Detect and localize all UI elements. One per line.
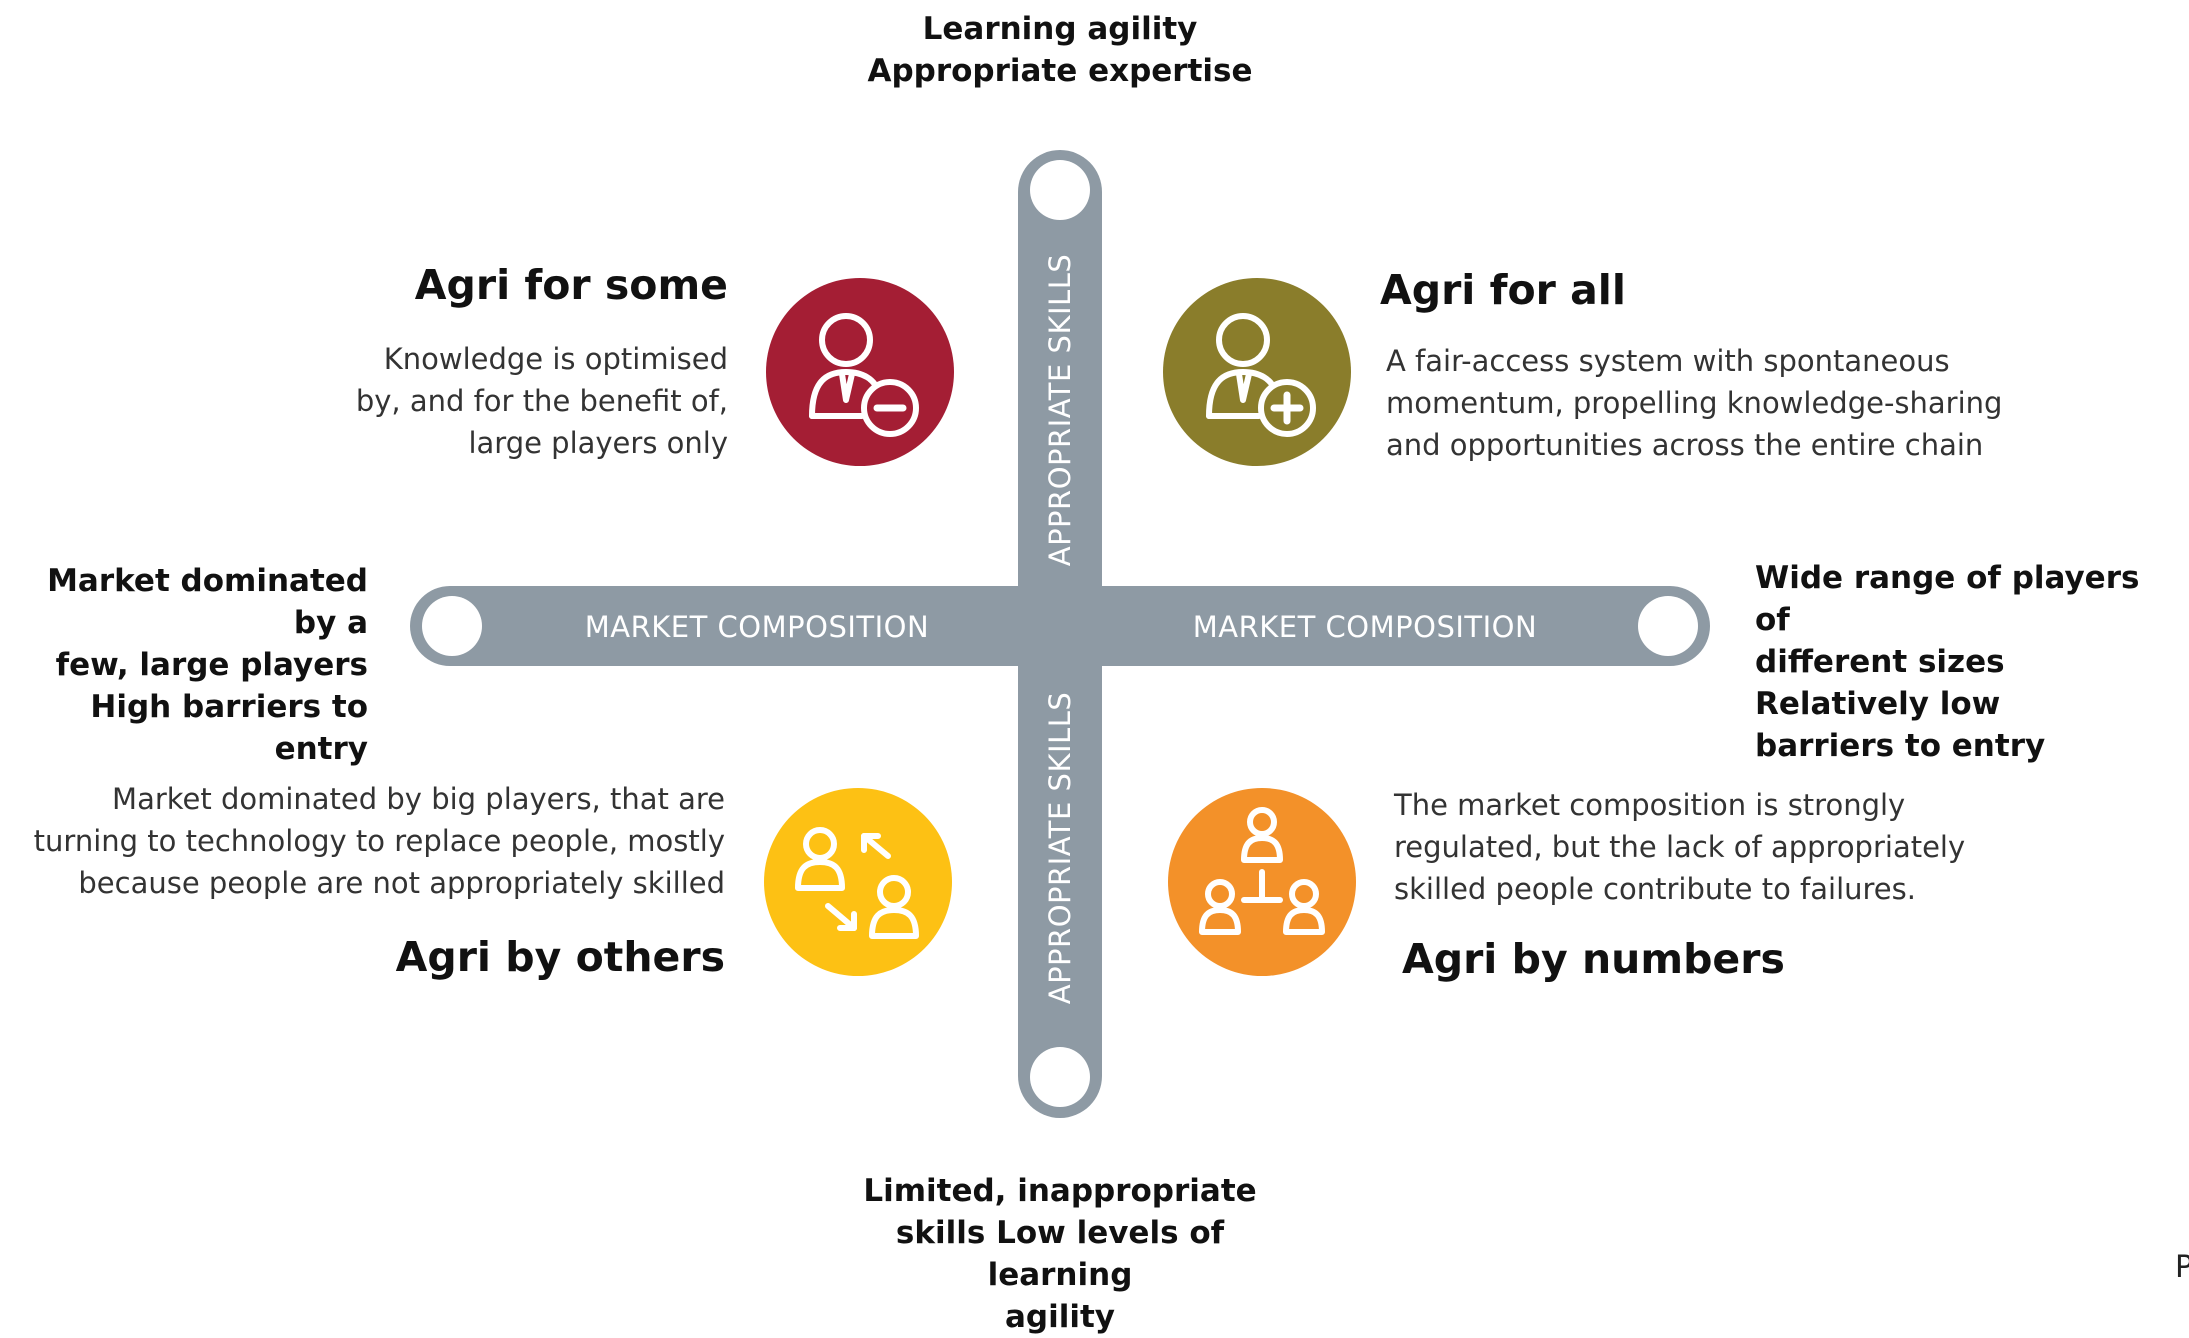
description-line: large players only [468,426,728,460]
vertical-axis-top-ring [1030,160,1090,220]
bottom-axis-end-line: skills Low levels of learning [895,1215,1225,1293]
horizontal-axis [410,586,1710,666]
description-line: and opportunities across the entire chai… [1386,428,1984,462]
edge-glyph: P [2175,1250,2189,1285]
person-minus-icon [809,313,919,437]
agri-for-all-badge [1163,278,1351,466]
left-axis-end-line: few, large players [55,647,368,683]
agri-by-numbers-description: The market composition is strongly regul… [1394,784,2034,910]
description-line: Market dominated by big players, that ar… [112,782,725,816]
right-axis-end-label: Wide range of players of different sizes… [1755,557,2185,767]
top-axis-end-label: Learning agility Appropriate expertise [860,8,1260,92]
agri-by-others-title: Agri by others [395,933,725,981]
vertical-axis-bottom-ring [1030,1047,1090,1107]
bottom-axis-end-line: Limited, inappropriate [863,1173,1257,1209]
agri-by-others-badge [764,788,952,976]
horizontal-axis-right-ring [1638,596,1698,656]
description-line: regulated, but the lack of appropriately [1394,830,1966,864]
top-axis-end-line: Learning agility [922,11,1198,47]
description-line: A fair-access system with spontaneous [1386,344,1950,378]
description-line: momentum, propelling knowledge-sharing [1386,386,2003,420]
description-line: turning to technology to replace people,… [33,824,725,858]
agri-by-others-description: Market dominated by big players, that ar… [20,778,725,904]
bottom-axis-end-label: Limited, inappropriate skills Low levels… [830,1170,1290,1338]
agri-for-some-description: Knowledge is optimised by, and for the b… [300,338,728,464]
description-line: Knowledge is optimised [383,342,728,376]
horizontal-axis-label-left: MARKET COMPOSITION [585,610,929,644]
left-axis-end-label: Market dominated by a few, large players… [0,560,368,770]
description-line: by, and for the benefit of, [355,384,728,418]
horizontal-axis-left-ring [422,596,482,656]
vertical-axis-label-bottom: APPROPRIATE SKILLS [1043,692,1077,1005]
description-line: skilled people contribute to failures. [1394,872,1916,906]
right-axis-end-line: Wide range of players of [1755,560,2140,638]
agri-by-numbers-title: Agri by numbers [1402,935,1785,983]
agri-for-some-title: Agri for some [414,261,728,309]
left-axis-end-line: High barriers to entry [90,689,368,767]
agri-for-all-description: A fair-access system with spontaneous mo… [1386,340,2026,466]
people-exchange-icon [795,827,919,939]
description-line: because people are not appropriately ski… [78,866,725,900]
person-plus-icon [1206,313,1316,437]
top-axis-end-line: Appropriate expertise [867,53,1253,89]
right-axis-end-line: different sizes Relatively low [1755,644,2005,722]
bottom-axis-end-line: agility [1004,1299,1115,1335]
vertical-axis-label-top: APPROPRIATE SKILLS [1043,254,1077,567]
agri-for-all-title: Agri for all [1380,266,1626,314]
right-axis-end-line: barriers to entry [1755,728,2046,764]
agri-for-some-badge [766,278,954,466]
axes-cross: APPROPRIATE SKILLS APPROPRIATE SKILLS MA… [410,150,1710,1118]
horizontal-axis-label-right: MARKET COMPOSITION [1193,610,1537,644]
description-line: The market composition is strongly [1394,788,1906,822]
people-hierarchy-icon [1199,807,1325,935]
agri-by-numbers-badge [1168,788,1356,976]
left-axis-end-line: Market dominated by a [47,563,368,641]
